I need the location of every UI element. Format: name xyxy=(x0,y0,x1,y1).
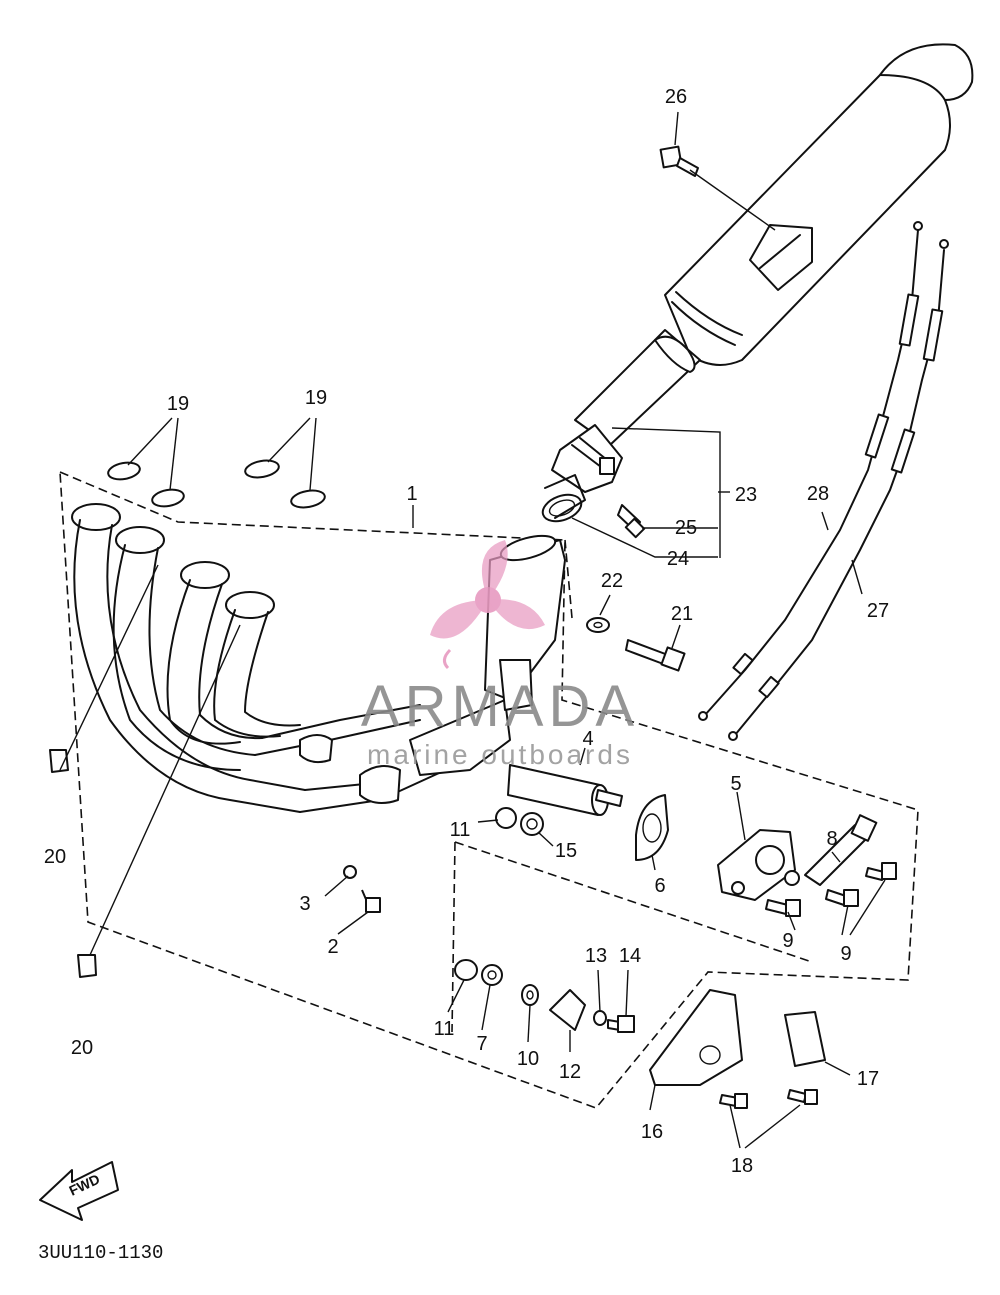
callout-16: 16 xyxy=(641,1121,663,1143)
watermark-title: ARMADA xyxy=(361,674,639,739)
callout-21: 21 xyxy=(671,603,693,625)
exhaust-header-pipes xyxy=(71,503,566,813)
callout-19-left: 19 xyxy=(167,393,189,415)
washer-part-10 xyxy=(521,984,539,1006)
callout-9-right: 9 xyxy=(840,943,851,965)
callout-labels: 1 2 3 4 5 6 7 8 9 9 10 11 11 12 13 14 15… xyxy=(44,86,889,1177)
bolt-part-2 xyxy=(361,889,381,913)
forward-arrow-icon: FWD xyxy=(39,1161,119,1221)
washer-part-13 xyxy=(593,1010,607,1026)
callout-11-lower: 11 xyxy=(434,1018,455,1040)
bolt-part-9-left xyxy=(765,899,801,917)
callout-27: 27 xyxy=(867,600,889,622)
lever-part-12 xyxy=(549,989,586,1031)
callout-20-lower: 20 xyxy=(71,1037,93,1059)
gasket-part-19-right xyxy=(244,459,326,509)
callout-18: 18 xyxy=(731,1155,753,1177)
callout-3: 3 xyxy=(299,893,310,915)
callout-6: 6 xyxy=(654,875,665,897)
throttle-cables xyxy=(698,221,949,741)
callout-15: 15 xyxy=(555,840,577,862)
callout-2: 2 xyxy=(327,936,338,958)
callout-9-left: 9 xyxy=(782,930,793,952)
pulley-part-5 xyxy=(717,829,796,901)
callout-13: 13 xyxy=(585,945,607,967)
bolt-part-9-right xyxy=(825,862,897,907)
watermark-subtitle: marine outboards xyxy=(367,739,633,770)
propeller-logo xyxy=(430,540,545,670)
washer-part-3 xyxy=(343,865,357,879)
callout-24: 24 xyxy=(667,548,689,570)
callout-20-upper: 20 xyxy=(44,846,66,868)
callout-11-upper: 11 xyxy=(450,819,471,841)
callout-1: 1 xyxy=(406,483,417,505)
callout-26: 26 xyxy=(665,86,687,108)
leader-lines xyxy=(59,111,886,1149)
collar-part-11-lower xyxy=(454,959,478,981)
callout-7: 7 xyxy=(476,1033,487,1055)
lever-part-8 xyxy=(784,814,878,886)
cover-part-16 xyxy=(649,989,743,1086)
nut-part-20-upper xyxy=(49,749,69,773)
screw-part-18 xyxy=(719,1089,818,1109)
callout-19-right: 19 xyxy=(305,387,327,409)
gasket-part-6 xyxy=(635,794,669,861)
callout-12: 12 xyxy=(559,1061,581,1083)
bushing-part-7 xyxy=(481,964,503,986)
callout-10: 10 xyxy=(517,1048,539,1070)
nut-part-20-lower xyxy=(77,954,97,978)
callout-22: 22 xyxy=(601,570,623,592)
valve-shaft-part-4 xyxy=(507,764,623,816)
muffler xyxy=(541,43,974,523)
bolt-part-25 xyxy=(617,504,646,539)
assembly-boundary-header xyxy=(59,470,919,1109)
callout-17: 17 xyxy=(857,1068,879,1090)
diagram-part-code: 3UU110-1130 xyxy=(38,1242,163,1264)
bracket-part-17 xyxy=(784,1011,826,1067)
bushing-part-15 xyxy=(520,812,544,836)
callout-14: 14 xyxy=(619,945,641,967)
callout-23: 23 xyxy=(735,484,757,506)
armada-watermark: ARMADA marine outboards xyxy=(361,540,639,770)
bolt-part-21 xyxy=(625,639,686,672)
bolt-part-14 xyxy=(607,1015,635,1033)
washer-part-22 xyxy=(586,617,610,633)
callout-5: 5 xyxy=(730,773,741,795)
callout-4: 4 xyxy=(582,728,593,750)
callout-8: 8 xyxy=(826,828,837,850)
callout-25: 25 xyxy=(675,517,697,539)
callout-28: 28 xyxy=(807,483,829,505)
collar-part-11-upper xyxy=(495,807,517,829)
gasket-part-19-left xyxy=(107,461,185,508)
